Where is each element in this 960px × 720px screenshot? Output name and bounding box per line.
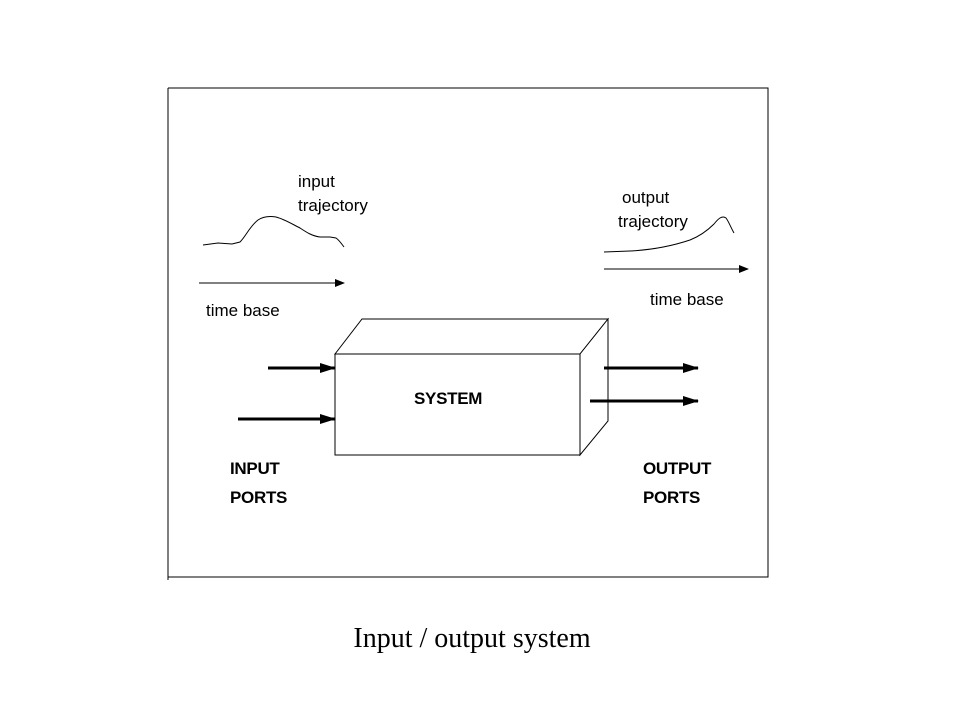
input-time-base-label: time base xyxy=(206,301,280,320)
output-time-base-label: time base xyxy=(650,290,724,309)
figure-caption: Input / output system xyxy=(353,623,591,654)
input-trajectory-label-line2: trajectory xyxy=(298,196,368,215)
output-trajectory-curve xyxy=(603,216,735,253)
output-ports-label-line1: OUTPUT xyxy=(643,459,712,478)
input-trajectory-label-line1: input xyxy=(298,172,335,191)
diagram-frame xyxy=(167,87,769,580)
system-box-top-face xyxy=(333,318,610,355)
input-trajectory-curve xyxy=(202,215,345,248)
output-trajectory-label-line2: trajectory xyxy=(618,212,688,231)
system-box xyxy=(333,317,610,457)
input-ports-label-line2: PORTS xyxy=(230,488,288,507)
output-trajectory-label-line1: output xyxy=(622,188,670,207)
input-ports-label-line1: INPUT xyxy=(230,459,280,478)
system-box-front-face xyxy=(334,353,581,456)
system-label: SYSTEM xyxy=(414,389,483,408)
output-ports-label-line2: PORTS xyxy=(643,488,701,507)
